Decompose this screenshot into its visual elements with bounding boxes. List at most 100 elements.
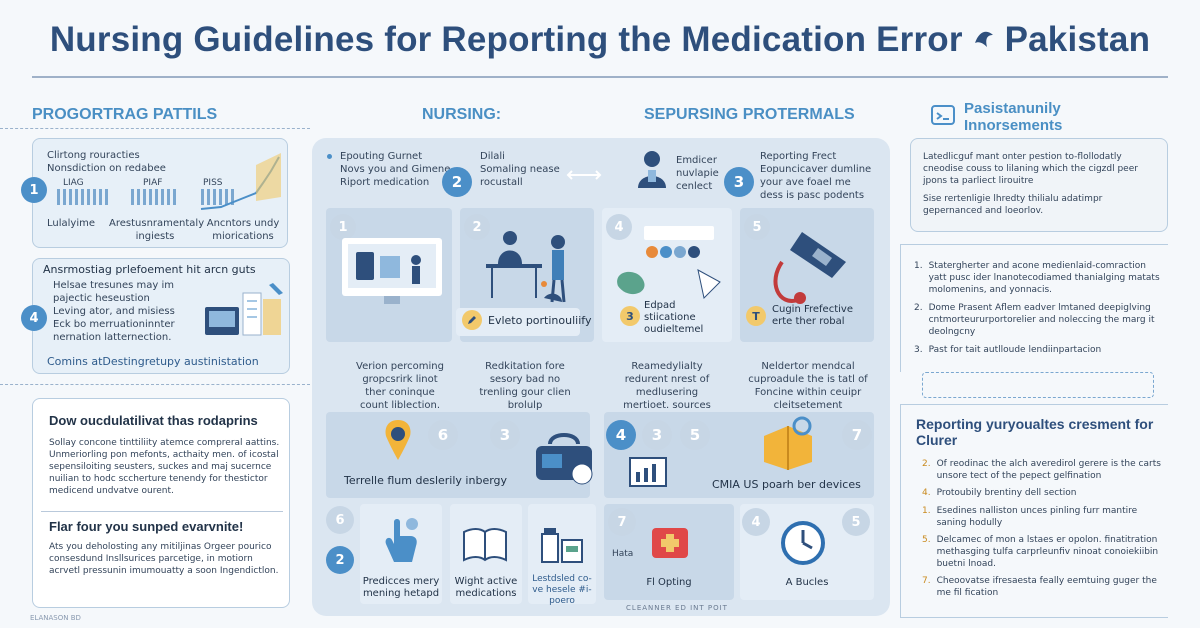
list-item: 5. Delcamec of mon a lstaes er opolon. f… xyxy=(922,535,1159,569)
left-card-1-caption-2: Arestusnramentaly ingiests xyxy=(109,218,205,242)
left-card-2-bullet-4: nernation latternection. xyxy=(53,332,172,343)
panel-footer: CLEANNER ED INT POIT xyxy=(626,604,728,612)
first-aid-icon xyxy=(652,528,688,558)
row4-caption-1: Predicces mery mening hetapd xyxy=(362,576,440,599)
title-main: Nursing Guidelines for Reporting the Med… xyxy=(49,20,963,59)
right-list-frame xyxy=(900,244,1168,372)
step-badge: 4 xyxy=(606,420,636,450)
left-card-3-body: Sollay concone tinttiliity atemce compre… xyxy=(49,438,280,496)
left-card-1-caption-1: Lulalyime xyxy=(47,218,96,229)
chart-label-3: PISS xyxy=(203,178,223,188)
right-list-2: 2. Of reodinac the alch averedirol gerer… xyxy=(922,458,1162,599)
row4-caption-5: Fl Opting xyxy=(646,577,692,588)
left-card-2-bullet-2: Leving ator, and misiess xyxy=(53,306,175,317)
tile-pills: Lestdsled co-ve hesele #i-poero xyxy=(528,504,596,606)
row4-caption-4: Hata xyxy=(612,549,634,559)
step-badge: 3 xyxy=(490,420,520,450)
step-badge: 7 xyxy=(842,420,872,450)
left-card-4-body: Ats you deholosting any mitiljinas Orgee… xyxy=(49,542,279,576)
bird-icon xyxy=(973,20,995,60)
right-section-heading: Pasistanunily Innorsements xyxy=(930,100,1062,134)
chart-label-2: PIAF xyxy=(143,178,163,188)
tile-first-aid: 7 Hata Fl Opting xyxy=(604,504,734,600)
panel-top-left-text: Epouting Gurnet Novs you and Gimene Ripo… xyxy=(340,151,451,188)
list-item: 4. Protoubily brentiny dell section xyxy=(922,488,1077,498)
pill-bottle-icon xyxy=(541,528,583,563)
monitor-icon xyxy=(342,238,442,304)
location-pin-icon xyxy=(382,418,414,466)
right-card-1: Latedlicguf mant onter pestion to-flollo… xyxy=(910,138,1168,232)
left-dash-rule xyxy=(0,128,310,129)
panel-top-mid-text: Dilali Somaling nease rocustall xyxy=(480,151,560,188)
left-card-2-heading: Ansrmostiag prlefoement hit arcn guts xyxy=(43,263,256,276)
row2-caption-1: Evleto portinouliify xyxy=(488,314,592,327)
tile-hand: Predicces mery mening hetapd xyxy=(360,504,442,604)
step-badge: 3 xyxy=(620,306,640,326)
box-icon xyxy=(758,416,818,476)
row4-caption-2: Wight active medications xyxy=(454,576,518,599)
divider xyxy=(41,511,283,512)
medical-devices-icon xyxy=(617,226,721,300)
left-card-2-bullet-3: Eck bo merruationinnter xyxy=(53,319,175,330)
step-badge: 3 xyxy=(724,167,754,197)
right-list: 1. Statergherter and acone medienlaid-co… xyxy=(914,260,1164,357)
step-badge: 6 xyxy=(326,506,354,534)
hand-icon xyxy=(385,518,418,562)
title-tail: Pakistan xyxy=(1004,20,1151,59)
tile-clock: 4 5 A Bucles xyxy=(740,504,874,600)
double-arrow-icon xyxy=(566,166,602,185)
step-badge: 5 xyxy=(680,420,710,450)
trend-chart-graphic xyxy=(57,153,281,210)
list-item: 2. Dome Prasent Aflem eadver lmtaned dee… xyxy=(914,303,1155,337)
left-dash-rule-2 xyxy=(0,384,310,385)
left-card-2: Ansrmostiag prlefoement hit arcn guts 4 … xyxy=(21,258,290,374)
list-item: 7. Cheoovatse ifresaesta feally eemtuing… xyxy=(922,576,1157,598)
left-section-heading: PROGORTRAG PATTILS xyxy=(32,106,218,123)
left-card-1-line-2: Nonsdiction on redabee xyxy=(47,163,166,174)
step-badge: T xyxy=(746,306,766,326)
mid-section-heading: NURSING: xyxy=(422,106,502,123)
step-badge: 3 xyxy=(642,420,672,450)
step-badge: 2 xyxy=(326,546,354,574)
row4-caption-6: A Bucles xyxy=(785,577,829,588)
tile-computer: 1 xyxy=(326,208,452,342)
person-icon xyxy=(634,148,670,194)
stethoscope-icon xyxy=(773,232,846,304)
right-card-1-text-1: Latedlicguf mant onter pestion to-flollo… xyxy=(923,152,1138,186)
footnote: ELANASON BD xyxy=(30,614,81,622)
step-badge: 1 xyxy=(21,177,47,203)
pencil-icon xyxy=(462,310,482,330)
clock-icon xyxy=(781,521,825,565)
row3-text-3: Reamedylialty redurent nrest of medluser… xyxy=(623,361,711,411)
row4-caption-3: Lestdsled co-ve hesele #i-poero xyxy=(532,574,592,606)
documents-icon xyxy=(205,283,283,336)
list-item: 3. Past for tait autlloude lendiinpartac… xyxy=(914,345,1102,355)
clipboard-icon xyxy=(930,103,956,131)
left-card-1: Clirtong rouracties Nonsdiction on redab… xyxy=(21,138,288,248)
bar-chart-icon xyxy=(628,456,668,492)
team-icon xyxy=(486,231,566,303)
right-card-2-heading: Reporting yuryoualtes cresment for Clure… xyxy=(916,416,1154,448)
row2-caption-3: Cugin Frefective erte ther robal xyxy=(772,304,853,327)
panel-top-right-card-text: Emdicer nuvlapie cenlect xyxy=(676,155,719,192)
page-title: Nursing Guidelines for Reporting the Med… xyxy=(0,20,1200,60)
dashed-placeholder-box xyxy=(922,372,1154,398)
step-badge: 2 xyxy=(442,167,472,197)
list-item: 1. Esedines nalliston unces pinling furr… xyxy=(922,506,1138,528)
row3-text-4: Neldertor mendcal cuproadule the is tatl… xyxy=(748,361,868,411)
row3-left-caption: Terrelle flum deslerily inbergy xyxy=(344,474,508,487)
left-card-3: Dow oucdulatilivat thas rodaprins Sollay… xyxy=(32,398,290,608)
row3-right-caption: CMIA US poarh ber devices xyxy=(712,478,861,491)
panel-top-far-right-text: Reporting Frect Eopuncicaver dumline you… xyxy=(760,151,872,201)
left-card-4-heading: Flar four you sunped evarvnite! xyxy=(49,519,244,534)
right-card-2 xyxy=(900,404,1168,618)
tile-book: Wight active medications xyxy=(450,504,522,604)
left-card-3-heading: Dow oucdulatilivat thas rodaprins xyxy=(49,413,258,428)
step-badge: 6 xyxy=(428,420,458,450)
row3-text-2: Redkitation fore sesory bad no trenling … xyxy=(479,361,571,411)
row2-caption-2: Edpad stiicatione oudieltemel xyxy=(644,300,704,335)
list-item: 2. Of reodinac the alch averedirol gerer… xyxy=(922,459,1161,481)
list-item: 1. Statergherter and acone medienlaid-co… xyxy=(914,261,1160,295)
right-mid-section-heading: SEPURSING PROTERMALS xyxy=(644,106,855,123)
row3-text-1: Verion percoming gropcsrirk linot ther c… xyxy=(356,361,444,411)
